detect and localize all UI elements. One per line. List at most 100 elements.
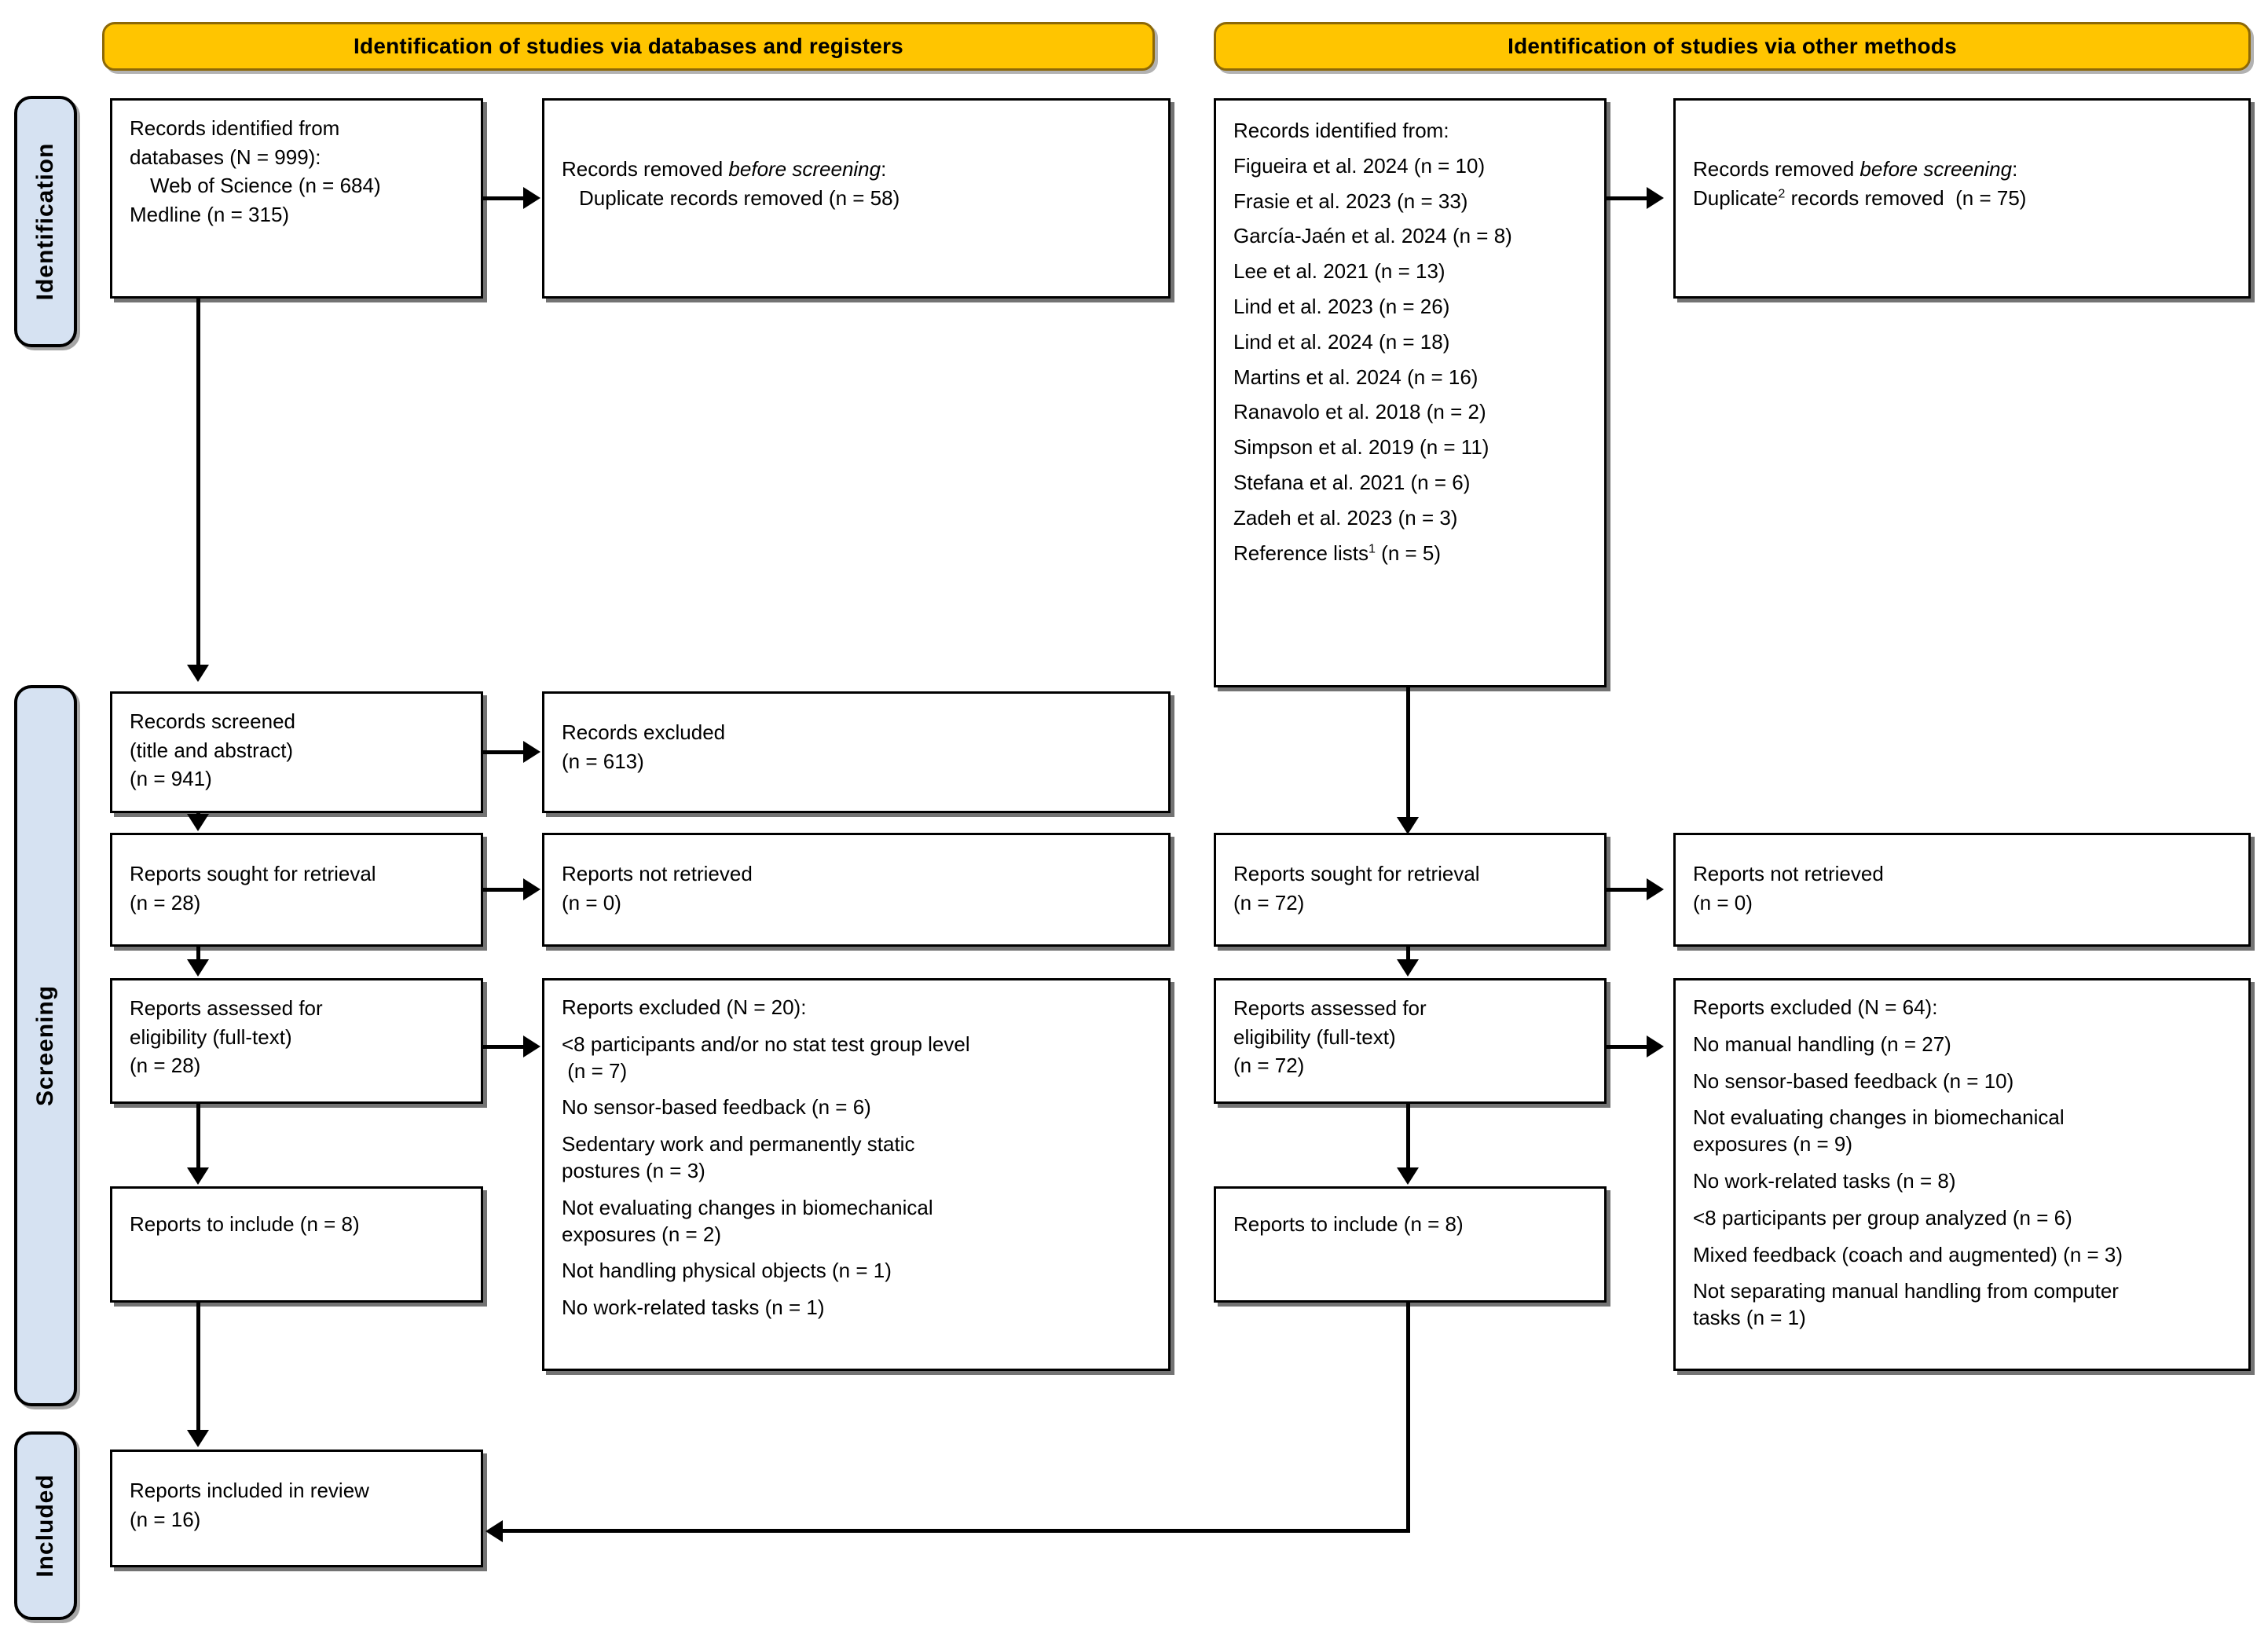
- reports-sought-left-line1: Reports sought for retrieval: [130, 862, 376, 885]
- reference-lists-footnote-marker: 1: [1368, 541, 1376, 555]
- reports-excluded-left-item-2: No sensor-based feedback (n = 6): [562, 1095, 871, 1120]
- reports-not-retrieved-left-line1: Reports not retrieved: [562, 862, 753, 885]
- records-removed-heading-post: :: [881, 157, 887, 181]
- phase-included: Included: [14, 1431, 77, 1620]
- box-reports-included-in-review: Reports included in review (n = 16): [110, 1450, 483, 1567]
- box-reports-excluded-left: Reports excluded (N = 20): <8 participan…: [542, 978, 1171, 1371]
- box-reports-assessed-right: Reports assessed for eligibility (full-t…: [1214, 978, 1607, 1104]
- records-screened-line3: (n = 941): [130, 767, 212, 791]
- arrowhead-left-screened-to-excluded: [523, 741, 540, 763]
- reports-included-line2: (n = 16): [130, 1507, 201, 1531]
- arrowhead-right-sought-to-notretrieved: [1647, 878, 1664, 900]
- box-records-removed-before-screening: Records removed before screening: Duplic…: [542, 98, 1171, 299]
- reference-lists-post: (n = 5): [1375, 541, 1442, 565]
- phase-identification-label: Identification: [32, 142, 58, 301]
- duplicate-pre: Duplicate: [1693, 185, 1779, 210]
- duplicate-footnote-marker: 2: [1778, 185, 1786, 200]
- source-item-7: Ranavolo et al. 2018 (n = 2): [1233, 400, 1486, 424]
- source-item-1: Frasie et al. 2023 (n = 33): [1233, 189, 1468, 213]
- reports-excluded-left-item-3: Sedentary work and permanently static: [562, 1132, 915, 1156]
- banner-other-methods-label: Identification of studies via other meth…: [1508, 34, 1957, 58]
- source-item-6: Martins et al. 2024 (n = 16): [1233, 365, 1478, 389]
- connector-left-toinclude-to-included: [196, 1303, 200, 1432]
- box-reports-to-include-right: Reports to include (n = 8): [1214, 1186, 1607, 1303]
- reports-sought-left-line2: (n = 28): [130, 890, 201, 914]
- reports-excluded-right-item-3: exposures (n = 9): [1693, 1132, 1853, 1156]
- reports-excluded-right-item-1: No sensor-based feedback (n = 10): [1693, 1068, 2014, 1093]
- records-removed-other-duplicates: Duplicate2 records removed (n = 75): [1693, 185, 2233, 212]
- box-records-identified-databases: Records identified from databases (N = 9…: [110, 98, 483, 299]
- records-screened-line1: Records screened: [130, 709, 295, 733]
- reports-excluded-left-item-0: <8 participants and/or no stat test grou…: [562, 1032, 970, 1056]
- reference-lists-pre: Reference lists: [1233, 541, 1368, 565]
- source-item-10: Zadeh et al. 2023 (n = 3): [1233, 505, 1458, 530]
- arrowhead-left-assessed-to-excluded: [523, 1035, 540, 1057]
- reports-excluded-right-item-8: tasks (n = 1): [1693, 1306, 1806, 1330]
- reports-sought-right-line2: (n = 72): [1233, 890, 1305, 914]
- arrowhead-left-screened-to-sought: [187, 814, 209, 831]
- reports-sought-right-line1: Reports sought for retrieval: [1233, 862, 1480, 885]
- records-identified-line1: Records identified from: [130, 116, 340, 140]
- records-identified-line4: Medline (n = 315): [130, 202, 290, 226]
- reports-excluded-right-header: Reports excluded (N = 64):: [1693, 995, 1938, 1019]
- box-records-screened: Records screened (title and abstract) (n…: [110, 691, 483, 813]
- connector-left-identified-to-screened: [196, 299, 200, 666]
- source-item-reference-lists: Reference lists1 (n = 5): [1233, 541, 1588, 567]
- reports-excluded-left-item-1: (n = 7): [562, 1058, 628, 1083]
- reports-excluded-left-item-4: postures (n = 3): [562, 1158, 705, 1182]
- records-identified-other-header: Records identified from:: [1233, 119, 1449, 142]
- reports-to-include-right-label: Reports to include (n = 8): [1233, 1212, 1464, 1236]
- connector-right-identified-to-removed: [1607, 196, 1651, 200]
- records-removed-heading-emphasis: before screening: [728, 157, 881, 181]
- box-reports-not-retrieved-left: Reports not retrieved (n = 0): [542, 833, 1171, 947]
- box-reports-sought-right: Reports sought for retrieval (n = 72): [1214, 833, 1607, 947]
- connector-right-assessed-to-excluded: [1607, 1045, 1651, 1049]
- arrowhead-right-identified-to-sought: [1397, 817, 1419, 834]
- connector-left-sought-to-assessed: [196, 947, 200, 961]
- records-removed-duplicates: Duplicate records removed (n = 58): [579, 185, 900, 210]
- reports-excluded-left-item-7: Not handling physical objects (n = 1): [562, 1259, 892, 1283]
- reports-excluded-left-header: Reports excluded (N = 20):: [562, 995, 807, 1019]
- connector-right-toinclude-elbow-vertical: [1406, 1303, 1410, 1533]
- records-excluded-line1: Records excluded: [562, 720, 726, 744]
- records-removed-other-heading: Records removed before screening:: [1693, 156, 2233, 183]
- reports-assessed-right-line3: (n = 72): [1233, 1054, 1305, 1078]
- connector-left-assessed-to-toinclude: [196, 1104, 200, 1170]
- connector-left-sought-to-notretrieved: [483, 888, 527, 892]
- source-item-4: Lind et al. 2023 (n = 26): [1233, 294, 1450, 318]
- records-excluded-line2: (n = 613): [562, 749, 644, 773]
- box-reports-to-include-left: Reports to include (n = 8): [110, 1186, 483, 1303]
- source-item-5: Lind et al. 2024 (n = 18): [1233, 329, 1450, 354]
- arrowhead-right-assessed-to-excluded: [1647, 1035, 1664, 1057]
- arrowhead-right-sought-to-assessed: [1397, 959, 1419, 977]
- phase-identification: Identification: [14, 96, 77, 347]
- reports-excluded-right-item-4: No work-related tasks (n = 8): [1693, 1168, 1956, 1193]
- phase-screening: Screening: [14, 685, 77, 1406]
- arrowhead-left-identified-to-removed: [523, 187, 540, 209]
- records-identified-line2: databases (N = 999):: [130, 145, 321, 169]
- arrowhead-right-toinclude-to-included: [485, 1520, 503, 1542]
- reports-not-retrieved-right-line1: Reports not retrieved: [1693, 862, 1884, 885]
- records-removed-heading-pre: Records removed: [562, 157, 729, 181]
- source-item-0: Figueira et al. 2024 (n = 10): [1233, 153, 1486, 178]
- connector-right-toinclude-elbow-horizontal: [503, 1529, 1410, 1533]
- connector-right-assessed-to-toinclude: [1406, 1104, 1410, 1170]
- reports-excluded-right-item-5: <8 participants per group analyzed (n = …: [1693, 1205, 2072, 1230]
- box-reports-assessed-left: Reports assessed for eligibility (full-t…: [110, 978, 483, 1104]
- connector-right-sought-to-notretrieved: [1607, 888, 1651, 892]
- arrowhead-left-toinclude-to-included: [187, 1430, 209, 1447]
- banner-databases-registers: Identification of studies via databases …: [102, 22, 1155, 71]
- records-screened-line2: (title and abstract): [130, 738, 294, 762]
- banner-databases-registers-label: Identification of studies via databases …: [354, 34, 903, 58]
- box-reports-not-retrieved-right: Reports not retrieved (n = 0): [1673, 833, 2251, 947]
- reports-excluded-right-item-7: Not separating manual handling from comp…: [1693, 1279, 2119, 1303]
- arrowhead-left-sought-to-assessed: [187, 959, 209, 977]
- reports-not-retrieved-left-line2: (n = 0): [562, 890, 621, 914]
- connector-left-assessed-to-excluded: [483, 1045, 527, 1049]
- reports-assessed-left-line2: eligibility (full-text): [130, 1024, 292, 1049]
- box-records-removed-other: Records removed before screening: Duplic…: [1673, 98, 2251, 299]
- source-item-3: Lee et al. 2021 (n = 13): [1233, 259, 1445, 284]
- connector-right-sought-to-assessed: [1406, 947, 1410, 961]
- source-item-8: Simpson et al. 2019 (n = 11): [1233, 435, 1489, 460]
